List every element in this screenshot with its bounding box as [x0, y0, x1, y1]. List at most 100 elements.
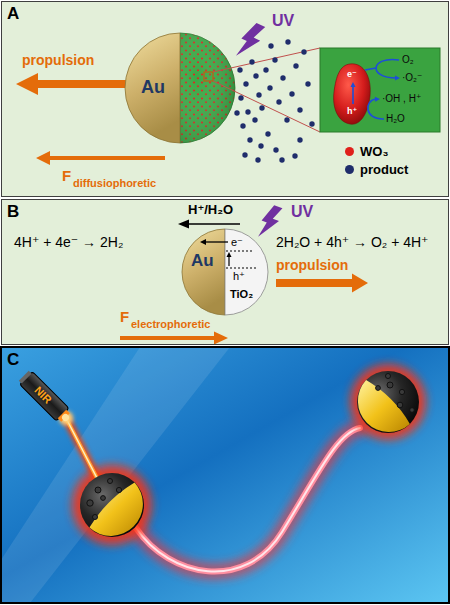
- panel: CNIR: [1, 347, 449, 603]
- carrier-label: h⁺: [233, 270, 245, 283]
- janus-particle: [101, 496, 106, 501]
- semiconductor-half-shape: [200, 239, 206, 245]
- legend-row: WO₃: [345, 142, 408, 160]
- zoom-leader: [213, 81, 320, 132]
- semiconductor-half-shape: [225, 229, 268, 315]
- metal-label: Au: [191, 251, 214, 271]
- product-dots: [255, 157, 260, 162]
- particle-glow: [350, 364, 426, 440]
- product-dots: [289, 91, 294, 96]
- zoom-inset-shape: [368, 99, 384, 119]
- reaction-equation: 2H₂O + 4h⁺ → O₂ + 4H⁺: [276, 234, 428, 250]
- force-arrow: [16, 73, 368, 345]
- laser-pointer: NIR: [12, 364, 74, 426]
- janus-particle: [399, 389, 404, 394]
- zoom-leader: [204, 72, 213, 81]
- janus-particle: [93, 515, 98, 520]
- product-dots: [285, 39, 290, 44]
- light-label: UV: [291, 203, 313, 221]
- zoom-leader: [204, 48, 320, 132]
- product-dots: [234, 39, 314, 162]
- janus-particle: [410, 408, 415, 413]
- laser-pointer-shape: [58, 410, 70, 422]
- semiconductor-half-shape: [226, 251, 252, 252]
- product-dots: [309, 121, 314, 126]
- laser-pointer-shape: [20, 372, 69, 421]
- janus-particle: [387, 382, 393, 388]
- metal-label: Au: [141, 77, 165, 98]
- zoom-inset-shape: [352, 86, 354, 104]
- force-subscript: electrophoretic: [131, 318, 210, 331]
- material-label: TiO₂: [230, 288, 253, 301]
- product-dots: [267, 85, 272, 90]
- ion-arrow: [188, 223, 240, 225]
- product-dots: [256, 92, 261, 97]
- product-dots: [234, 110, 239, 115]
- motion-label: propulsion: [276, 257, 348, 273]
- janus-particle: [80, 473, 144, 537]
- force-arrow: [36, 151, 165, 165]
- laser-beam: [66, 418, 98, 480]
- semiconductor-half: e⁻h⁺TiO₂: [225, 229, 268, 315]
- semiconductor-half-shape: [226, 268, 258, 269]
- product-dots: [249, 59, 254, 64]
- janus-particle: [108, 479, 113, 484]
- product-dots: [240, 123, 245, 128]
- product-dots: [265, 131, 270, 136]
- force-arrow: [16, 73, 126, 95]
- panel-letter: A: [7, 4, 19, 24]
- laser-beam: [66, 418, 98, 480]
- species-label: H⁺/H₂O: [188, 203, 233, 218]
- product-dots: [284, 117, 289, 122]
- product-dots: [259, 105, 264, 110]
- panel-letter: C: [7, 350, 19, 370]
- species-label: ·O₂⁻: [402, 72, 422, 84]
- light-label: UV: [272, 12, 294, 30]
- product-dots: [238, 95, 243, 100]
- species-label: H₂O: [386, 113, 405, 125]
- janus-particle: [95, 487, 101, 493]
- panel: BAue⁻h⁺TiO₂: [1, 199, 449, 345]
- gold-cap-shape: [125, 33, 180, 143]
- species-label: ·OH , H⁺: [382, 93, 421, 105]
- janus-particle: [80, 371, 419, 537]
- product-dots: [263, 67, 268, 72]
- panel-ground: [1, 199, 449, 345]
- particle-glow: [72, 465, 152, 545]
- motion-label: propulsion: [22, 52, 94, 68]
- force-arrow: [276, 274, 368, 293]
- product-dots: [268, 43, 273, 48]
- janus-particle: [116, 487, 121, 492]
- zoom-inset-shape: [320, 48, 440, 132]
- product-dots: [292, 153, 297, 158]
- panel-ground: [1, 1, 449, 197]
- light-trail: [136, 428, 360, 572]
- product-dots: [305, 81, 310, 86]
- laser-pointer-shape: [19, 371, 32, 384]
- uv-bolt: [234, 20, 267, 62]
- uv-bolt: [234, 20, 284, 242]
- carrier-label: h⁺: [347, 106, 357, 116]
- product-dots: [297, 107, 302, 112]
- light-trail: [136, 428, 360, 572]
- light-trail: [136, 428, 360, 572]
- ion-arrow: [178, 220, 189, 229]
- force-symbol: F: [62, 167, 71, 184]
- zoom-inset-shape: [334, 64, 371, 124]
- zoom-inset-shape: [320, 48, 440, 132]
- carrier-label: e⁻: [347, 69, 357, 79]
- legend-text: product: [360, 162, 408, 177]
- legend-swatch: [345, 165, 354, 174]
- force-arrow: [120, 332, 228, 345]
- legend-text: WO₃: [360, 144, 388, 159]
- legend-row: product: [345, 160, 408, 178]
- zoom-inset: O₂·O₂⁻·OH , H⁺H₂Oe⁻h⁺: [320, 48, 440, 132]
- zoom-leader: [213, 48, 320, 72]
- janus-particle: [376, 386, 381, 391]
- semiconductor-half-shape: [228, 256, 229, 266]
- light-trail: [136, 428, 360, 572]
- product-dots: [272, 57, 277, 62]
- zoom-inset-shape: [375, 97, 380, 102]
